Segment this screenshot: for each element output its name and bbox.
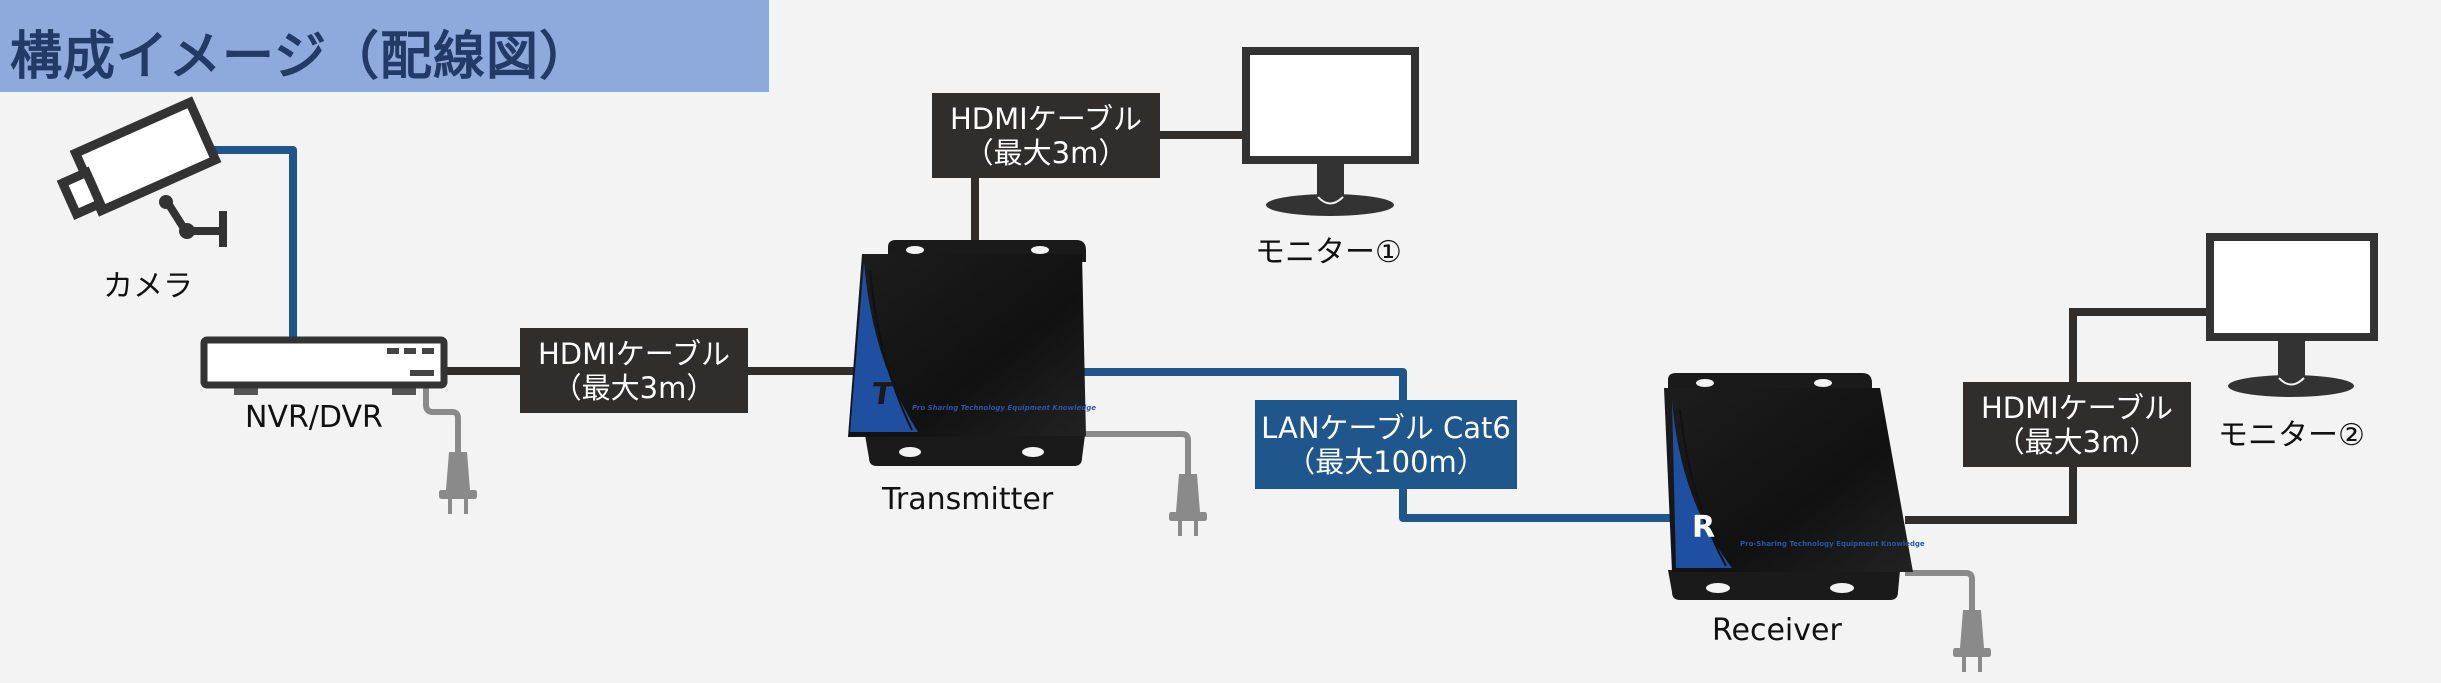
- cable-type: HDMIケーブル: [1981, 390, 2173, 425]
- power-cable-recorder: [423, 385, 461, 455]
- hdmi-label-transmitter-monitor1: HDMIケーブル （最大3m）: [932, 93, 1160, 178]
- lan-label-transmitter-receiver: LANケーブル Cat6 （最大100m）: [1255, 400, 1517, 489]
- monitor2-label: モニター②: [2218, 418, 2365, 453]
- power-cable-transmitter: [1082, 431, 1191, 478]
- camera-label: カメラ: [103, 269, 193, 304]
- monitor2-icon: [2206, 233, 2378, 397]
- cable-type: HDMIケーブル: [538, 336, 730, 371]
- page-title: 構成イメージ（配線図）: [10, 27, 592, 87]
- transmitter-label: Transmitter: [882, 482, 1054, 517]
- receiver-tagline: Pro-Sharing Technology Equipment Knowled…: [1740, 540, 1925, 548]
- lan-cable-camera-recorder: [206, 146, 297, 340]
- hdmi-label-receiver-monitor2: HDMIケーブル （最大3m）: [1963, 382, 2191, 467]
- receiver-badge: R: [1692, 510, 1716, 545]
- receiver-label: Receiver: [1712, 613, 1842, 648]
- security-camera-icon: [56, 96, 227, 247]
- cable-type: HDMIケーブル: [950, 101, 1142, 136]
- cable-max-length: （最大3m）: [552, 370, 716, 405]
- power-cable-receiver: [1905, 570, 1975, 614]
- monitor1-icon: [1242, 47, 1419, 216]
- monitor1-label: モニター①: [1255, 235, 1402, 270]
- receiver-device: [1664, 373, 1913, 600]
- transmitter-tagline: Pro Sharing Technology Equipment Knowled…: [912, 404, 1097, 412]
- transmitter-device: [848, 240, 1086, 466]
- cable-max-length: （最大100m）: [1286, 444, 1486, 479]
- title-bar: 構成イメージ（配線図）: [0, 0, 769, 92]
- power-plug-icon: [439, 452, 477, 514]
- recorder-icon: [200, 336, 448, 395]
- power-plug-icon: [1169, 474, 1207, 536]
- power-plug-icon: [1953, 610, 1991, 672]
- cable-max-length: （最大3m）: [964, 135, 1128, 170]
- recorder-label: NVR/DVR: [245, 400, 383, 435]
- cable-type: LANケーブル Cat6: [1261, 410, 1511, 445]
- cable-max-length: （最大3m）: [1995, 424, 2159, 459]
- hdmi-label-recorder-transmitter: HDMIケーブル （最大3m）: [520, 328, 748, 413]
